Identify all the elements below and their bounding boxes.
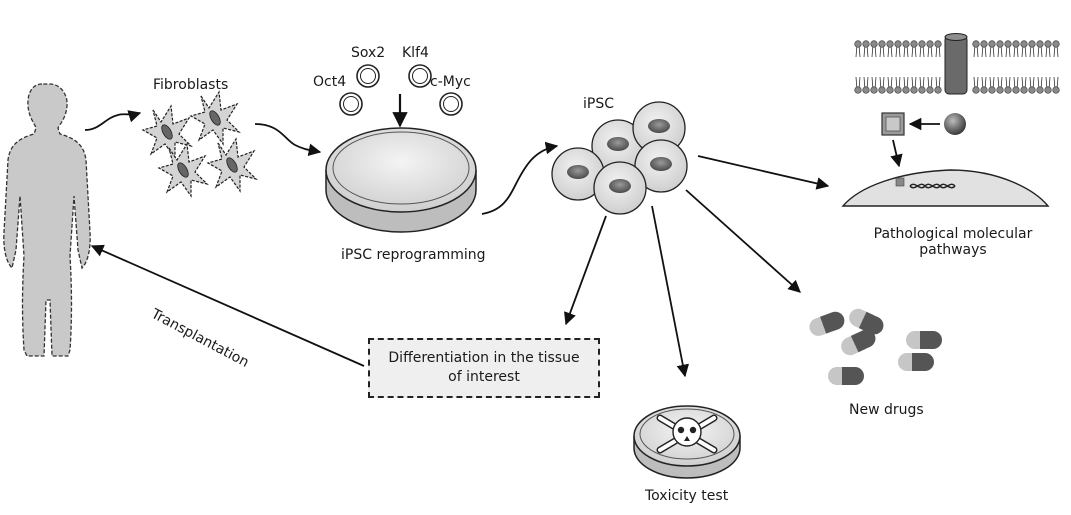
arrow-to-toxicity	[651, 205, 690, 378]
drug-capsules	[806, 305, 942, 385]
cell-membrane	[854, 33, 1060, 95]
signaling-molecules	[881, 112, 966, 168]
fibroblast-cells	[142, 91, 257, 197]
differentiation-line-1: Differentiation in the tissue	[388, 350, 580, 367]
transcription-factors	[339, 64, 463, 116]
label-ipsc-reprogramming: iPSC reprogramming	[341, 247, 486, 263]
label-cmyc: c-Myc	[430, 74, 471, 90]
label-new-drugs: New drugs	[849, 402, 924, 418]
label-oct4: Oct4	[313, 74, 347, 90]
arrow-to-fibroblasts	[84, 110, 142, 131]
arrow-to-reprogramming	[254, 123, 322, 156]
toxicity-dish	[633, 405, 741, 479]
label-klf4: Klf4	[402, 45, 429, 61]
arrow-to-ipsc	[481, 141, 559, 215]
differentiation-box: Differentiation in the tissue of interes…	[368, 338, 600, 398]
pathological-line-2: pathways	[919, 242, 987, 259]
reprogramming-dish	[325, 127, 477, 233]
arrow-transplantation	[90, 244, 365, 367]
label-toxicity-test: Toxicity test	[645, 488, 729, 504]
arrow-to-differentiation	[564, 215, 607, 326]
arrow-to-new-drugs	[685, 189, 801, 293]
label-fibroblasts: Fibroblasts	[153, 77, 229, 93]
label-sox2: Sox2	[351, 45, 386, 61]
label-ipsc: iPSC	[583, 96, 614, 112]
pathological-line-1: Pathological molecular	[873, 226, 1033, 242]
nucleus-with-dna	[841, 169, 1050, 207]
differentiation-line-2: of interest	[448, 369, 520, 385]
label-pathological-pathways: Pathological molecular pathways	[858, 226, 1048, 258]
arrow-to-pathways	[697, 155, 830, 190]
ipsc-cluster	[551, 101, 688, 215]
human-silhouette	[3, 83, 91, 357]
